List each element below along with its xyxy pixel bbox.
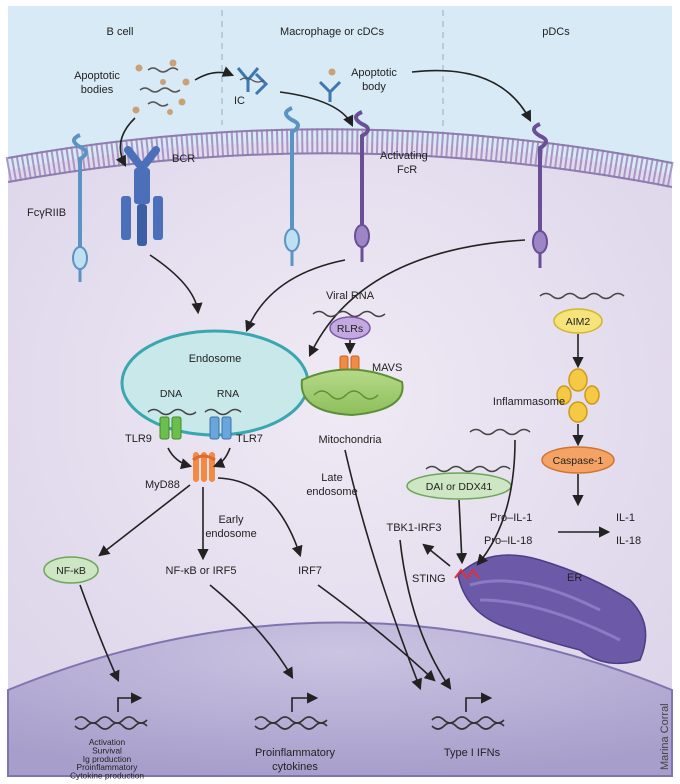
late-endosome-label-2: endosome [306,486,357,498]
er-label: ER [567,572,582,584]
bcr-receptor [121,146,163,246]
apoptotic-bodies-label-2: bodies [81,84,114,96]
arrow-nfkb-to-activation [79,584,120,683]
aim2-node [553,308,603,334]
output-proinflammatory-response: Proinflammatory [77,762,139,772]
cytosolic-dna-icon-1 [469,428,531,436]
tlr9-label: TLR9 [125,433,152,445]
artist-credit: Marina Corral [659,703,671,770]
rlrs-node [329,316,371,340]
viral-rna-label: Viral RNA [326,290,375,302]
endosome-label: Endosome [189,353,242,365]
rlrs-label: RLRs [337,323,363,335]
nucleus [7,621,673,777]
myd88-icon [192,452,216,482]
myd88-label: MyD88 [145,479,180,491]
arrow-bodies-to-bcr [115,117,136,167]
arrow-tbk1-to-ifn [399,539,452,690]
arrow-tlr9-to-myd88 [167,447,193,470]
inflammasome-label: Inflammasome [493,396,565,408]
arrow-myd88-to-irf7 [217,477,303,558]
caspase1-label: Caspase-1 [553,455,604,467]
fcgriib-label: FcγRIIB [27,207,66,219]
output-activation: Activation [89,737,126,747]
sting-icon [454,568,480,580]
il18-label: IL-18 [616,535,641,547]
macrophage-inhibitory-receptor [284,106,300,266]
apoptotic-bodies-label-1: Apoptotic [74,70,120,82]
arrow-body-to-pdc [411,69,532,122]
late-endosome-label-1: Late [321,472,342,484]
sting-label: STING [412,573,446,585]
arrow-tlr7-to-myd88 [212,447,231,468]
caspase1-node [541,446,615,474]
output-ig: Ig production [83,754,132,764]
output-cytokine-production: Cytokine production [70,771,144,781]
arrow-myd88-to-nfkb [98,484,191,557]
output-type1-ifns: Type I IFNs [444,747,501,759]
dai-label: DAI or DDX41 [426,481,493,493]
tlr7-icon [209,416,232,440]
mitochondria-label: Mitochondria [319,434,383,446]
pro-il1-label: Pro–IL-1 [490,512,532,524]
apoptotic-body-label-2: body [362,81,386,93]
ic-label: IC [234,95,245,107]
early-endosome-label-1: Early [218,514,244,526]
dna-label: DNA [160,388,182,400]
inflammasome-icon [556,368,600,423]
panel-title-b-cell: B cell [107,26,134,38]
arrow-dai-to-sting [455,499,468,565]
arrow-nfkb-irf5-to-cytokines [209,584,294,679]
nfkb-node [43,556,99,584]
immune-complex-icon [236,67,269,96]
tbk1-irf3-label: TBK1-IRF3 [386,522,441,534]
il1-label: IL-1 [616,512,635,524]
panel-title-pdcs: pDCs [542,26,570,38]
bcr-label: BCR [172,153,195,165]
mitochondria-icon [300,368,404,417]
panel-title-macrophage: Macrophage or cDCs [280,26,384,38]
gene-cytokines-icon [254,692,328,730]
arrow-sting-to-tbk1 [422,543,451,567]
endosome-dna-icon [147,408,197,416]
arrow-mito-to-ifn [344,449,422,691]
early-endosome-label-2: endosome [205,528,256,540]
arrow-bcr-to-endosome [149,254,203,315]
pro-il18-label: Pro–IL-18 [484,535,532,547]
cytosolic-dna-icon-2 [425,465,511,473]
aim2-label: AIM2 [566,316,591,328]
viral-rna-icon [312,310,386,318]
gene-activation-icon [74,692,148,730]
output-survival: Survival [92,745,122,755]
activating-fcr-label-1: Activating [380,150,428,162]
endosome-rna-icon [204,408,242,416]
arrow-irf7-to-ifn [317,584,436,682]
fcgriib-receptor [72,133,88,282]
output-proinflammatory-2: cytokines [272,761,318,773]
tlr9-icon [159,416,182,440]
output-proinflammatory-1: Proinflammatory [255,747,336,759]
arrow-pdc-to-endosome [308,239,526,358]
apoptotic-body-label-1: Apoptotic [351,67,397,79]
gene-ifn-icon [431,692,505,730]
activating-fcr-receptor [354,110,370,262]
arrow-dna-to-sting [476,439,516,566]
nfkb-irf5-label: NF-κB or IRF5 [166,565,237,577]
irf7-label: IRF7 [298,565,322,577]
tlr7-label: TLR7 [236,433,263,445]
arrow-fcr-to-endosome [245,259,346,333]
pdc-fcr-receptor [532,122,548,268]
nfkb-label: NF-κB [56,565,86,577]
arrow-ic-to-fcr [279,91,354,128]
apoptotic-debris-icon [132,59,190,115]
aim2-dna-icon [539,292,625,300]
activating-fcr-label-2: FcR [397,164,417,176]
rna-label: RNA [217,388,239,400]
arrow-bodies-to-ic [194,66,235,81]
apoptotic-body-icon [318,68,342,102]
mavs-label: MAVS [372,362,402,374]
